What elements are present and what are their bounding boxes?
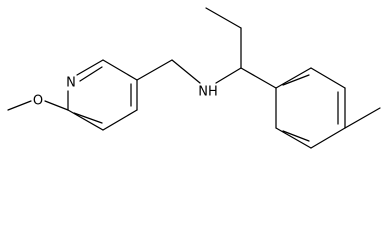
bond-c5-c6-inner bbox=[282, 130, 310, 142]
chemical-structure-diagram: N O NH bbox=[7, 7, 381, 149]
atom-label-methoxy-o: O bbox=[33, 94, 43, 109]
benzene-ring bbox=[240, 67, 381, 149]
bond-c4-methyl bbox=[344, 107, 381, 129]
bond-ch2-nh bbox=[171, 59, 201, 84]
pyridine-ring bbox=[7, 59, 138, 131]
bond-nh-ch bbox=[215, 67, 242, 84]
bond-c3-ch2 bbox=[136, 59, 173, 81]
linker bbox=[136, 59, 242, 84]
atom-label-pyridine-n: N bbox=[66, 76, 76, 91]
bond-c4-c5 bbox=[102, 109, 138, 131]
bond-c5-c6 bbox=[275, 127, 312, 149]
bond-ch2-ch3 bbox=[205, 7, 242, 29]
bond-c6-c5 bbox=[67, 109, 104, 131]
bond-c6-c5-inner bbox=[73, 112, 103, 124]
bond-c1-c2-inner bbox=[282, 74, 310, 86]
bond-ch-aryl bbox=[240, 67, 277, 89]
bond-methyl-o bbox=[7, 100, 32, 111]
bond-c4-c5 bbox=[310, 127, 346, 149]
atom-label-amine: NH bbox=[198, 85, 218, 100]
bond-n1-c2 bbox=[76, 59, 104, 76]
bond-c2-c3 bbox=[102, 59, 138, 81]
bond-c1-c2 bbox=[275, 67, 312, 89]
bond-c2-c3 bbox=[310, 67, 346, 89]
ethyl-chain bbox=[205, 7, 242, 69]
bond-o-c6 bbox=[44, 100, 69, 111]
bond-n1-c2-inner bbox=[79, 66, 103, 82]
